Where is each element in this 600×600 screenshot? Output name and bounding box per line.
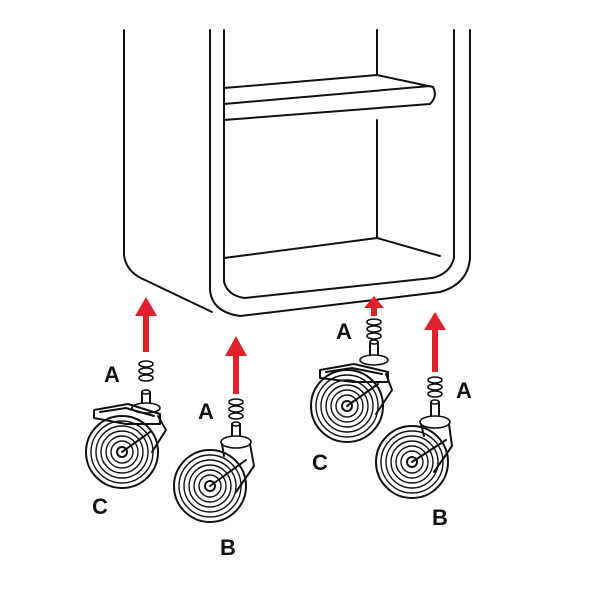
washer-stack-icon (138, 360, 154, 382)
arrow-right (424, 312, 446, 372)
locking-caster-icon (85, 389, 167, 489)
cabinet-illustration (123, 29, 471, 317)
swivel-caster-icon (375, 399, 453, 499)
label-caster-plain: B (220, 535, 236, 560)
swivel-caster-icon (173, 421, 255, 523)
washer-stack-icon (427, 376, 443, 398)
arrow-center (364, 296, 384, 316)
label-washer: A (198, 399, 214, 424)
washer-stack-icon (228, 398, 244, 420)
washer-stack-icon (366, 318, 382, 340)
arrow-front-left (135, 297, 157, 352)
label-washer: A (336, 319, 352, 344)
label-washer: A (456, 378, 472, 403)
label-washer: A (104, 362, 120, 387)
arrow-back-left (225, 336, 247, 394)
locking-caster-icon (310, 339, 393, 443)
label-caster-plain: B (432, 505, 448, 530)
label-caster-brake: C (92, 494, 108, 519)
label-caster-brake: C (312, 450, 328, 475)
